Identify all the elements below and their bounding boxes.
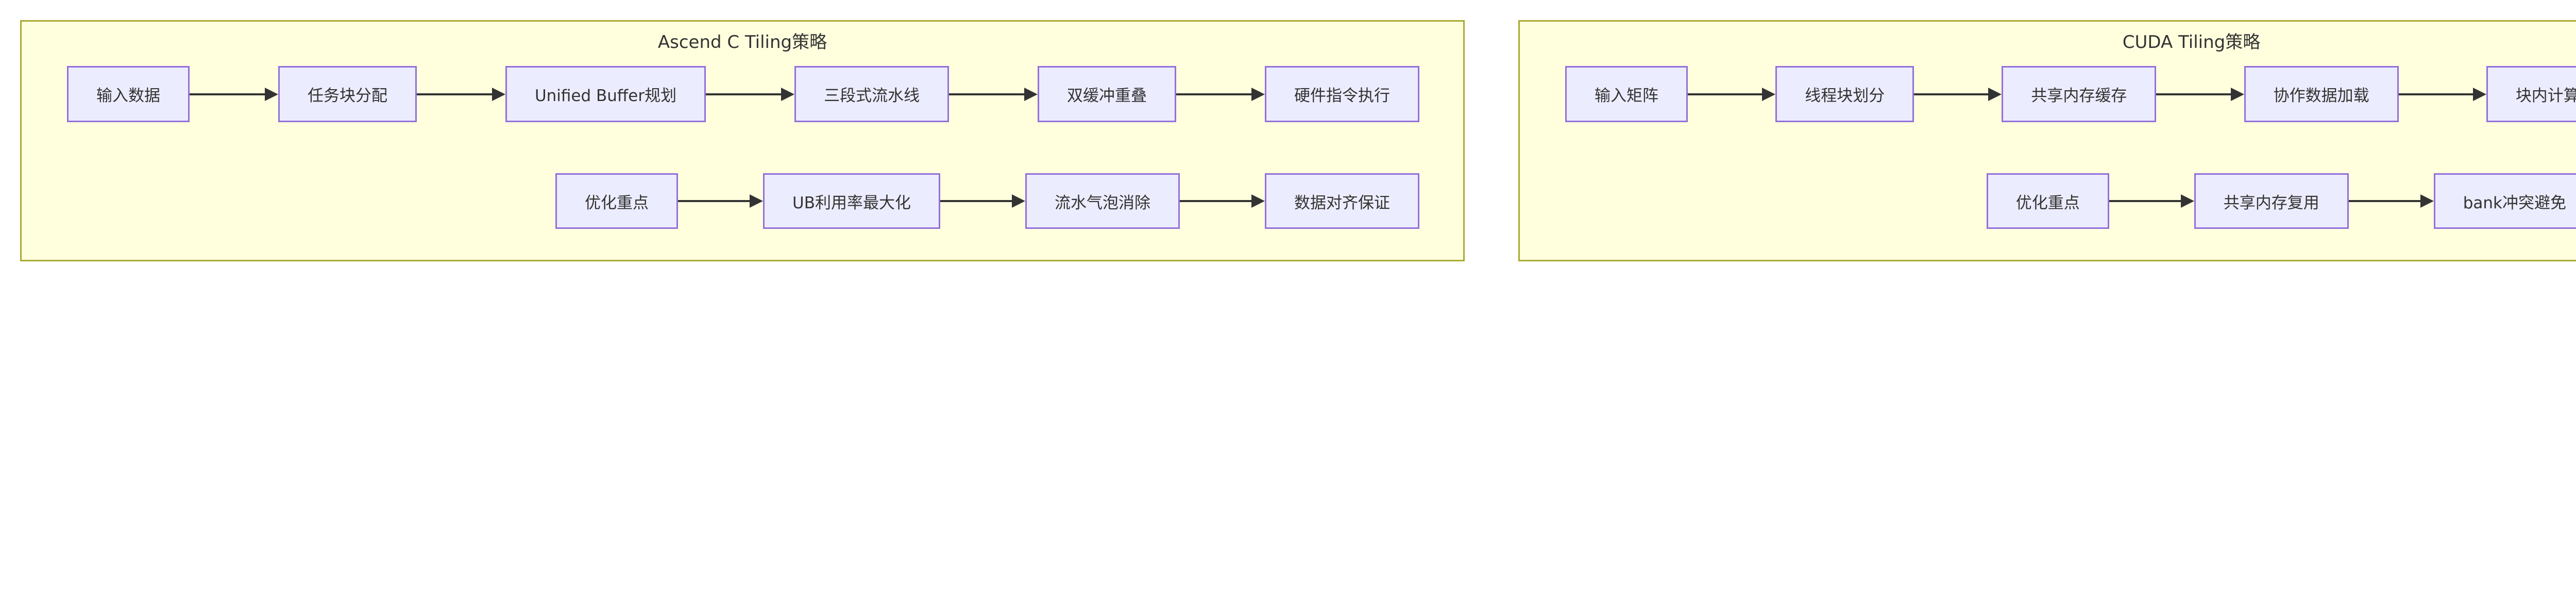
subgraph-title: Ascend C Tiling策略 — [657, 32, 827, 53]
flow-node: 输入矩阵 — [1565, 66, 1688, 122]
flow-node: 优化重点 — [555, 173, 679, 229]
arrowhead-icon — [1012, 194, 1025, 208]
arrow-line — [2109, 200, 2181, 202]
arrowhead-icon — [781, 87, 795, 101]
flow-arrow-right — [190, 66, 278, 122]
flow-row: 输入矩阵线程块划分共享内存缓存协作数据加载块内计算结果写回 — [1565, 66, 2576, 122]
flow-node: 流水气泡消除 — [1025, 173, 1180, 229]
flow-arrow-right — [678, 173, 764, 229]
subgraph-title: CUDA Tiling策略 — [2122, 32, 2261, 53]
subgraph-cuda-tiling: CUDA Tiling策略 输入矩阵线程块划分共享内存缓存协作数据加载块内计算结… — [1518, 20, 2576, 261]
arrow-line — [940, 200, 1012, 202]
arrow-line — [1176, 93, 1252, 95]
flow-row: 输入数据 任务块分配 Unified Buffer规划 三段式流水线 双缓冲重叠 硬件指令… — [67, 66, 1420, 122]
flow-arrow-right — [2109, 173, 2194, 229]
flow-node: 数据对齐保证 — [1265, 173, 1419, 229]
arrow-line — [416, 93, 492, 95]
arrow-line — [1914, 93, 1989, 95]
flow-arrow-right — [706, 66, 795, 122]
arrowhead-icon — [2420, 194, 2434, 208]
arrowhead-icon — [1762, 87, 1776, 101]
flow-row: 优化重点共享内存复用bank冲突避免线程束调度 — [1986, 173, 2576, 229]
flow-node: 输入数据 — [67, 66, 190, 122]
arrow-line — [1688, 93, 1762, 95]
flow-arrow-right — [940, 173, 1025, 229]
arrowhead-icon — [492, 87, 505, 101]
arrow-line — [1180, 200, 1251, 202]
flow-node: 共享内存缓存 — [2002, 66, 2157, 122]
arrowhead-icon — [2180, 194, 2194, 208]
arrowhead-icon — [1251, 87, 1265, 101]
flow-arrow-right — [416, 66, 505, 122]
flow-arrow-right — [2156, 66, 2244, 122]
arrow-line — [706, 93, 782, 95]
flow-node: 优化重点 — [1986, 173, 2109, 229]
flow-arrow-right — [1176, 66, 1265, 122]
flow-node: 共享内存复用 — [2194, 173, 2349, 229]
flow-node: 任务块分配 — [278, 66, 417, 122]
flow-node: 硬件指令执行 — [1265, 66, 1420, 122]
flow-node: 协作数据加载 — [2244, 66, 2399, 122]
flow-node: UB利用率最大化 — [763, 173, 940, 229]
flow-arrow-right — [2398, 66, 2486, 122]
flow-node: 双缓冲重叠 — [1038, 66, 1177, 122]
arrowhead-icon — [2472, 87, 2486, 101]
flow-node: 块内计算 — [2486, 66, 2576, 122]
arrow-line — [2398, 93, 2473, 95]
arrow-line — [2348, 200, 2420, 202]
arrowhead-icon — [1251, 194, 1265, 208]
subgraph-ascend-c-tiling: Ascend C Tiling策略 输入数据 任务块分配 Unified Buffe… — [20, 20, 1465, 261]
flow-node: 三段式流水线 — [794, 66, 950, 122]
flow-arrow-right — [1914, 66, 2002, 122]
arrow-line — [678, 200, 750, 202]
flow-node: 线程块划分 — [1775, 66, 1914, 122]
arrowhead-icon — [750, 194, 764, 208]
arrowhead-icon — [264, 87, 278, 101]
arrowhead-icon — [1024, 87, 1038, 101]
flow-arrow-right — [1688, 66, 1776, 122]
arrowhead-icon — [2230, 87, 2244, 101]
flow-node: Unified Buffer规划 — [505, 66, 706, 122]
arrow-line — [2156, 93, 2231, 95]
flow-row: 优化重点 UB利用率最大化 流水气泡消除 数据对齐保证 — [555, 173, 1419, 229]
flow-arrow-right — [949, 66, 1038, 122]
arrow-line — [190, 93, 265, 95]
flow-node: bank冲突避免 — [2433, 173, 2576, 229]
flow-arrow-right — [2348, 173, 2434, 229]
arrowhead-icon — [1988, 87, 2002, 101]
flow-arrow-right — [1180, 173, 1265, 229]
arrow-line — [949, 93, 1025, 95]
